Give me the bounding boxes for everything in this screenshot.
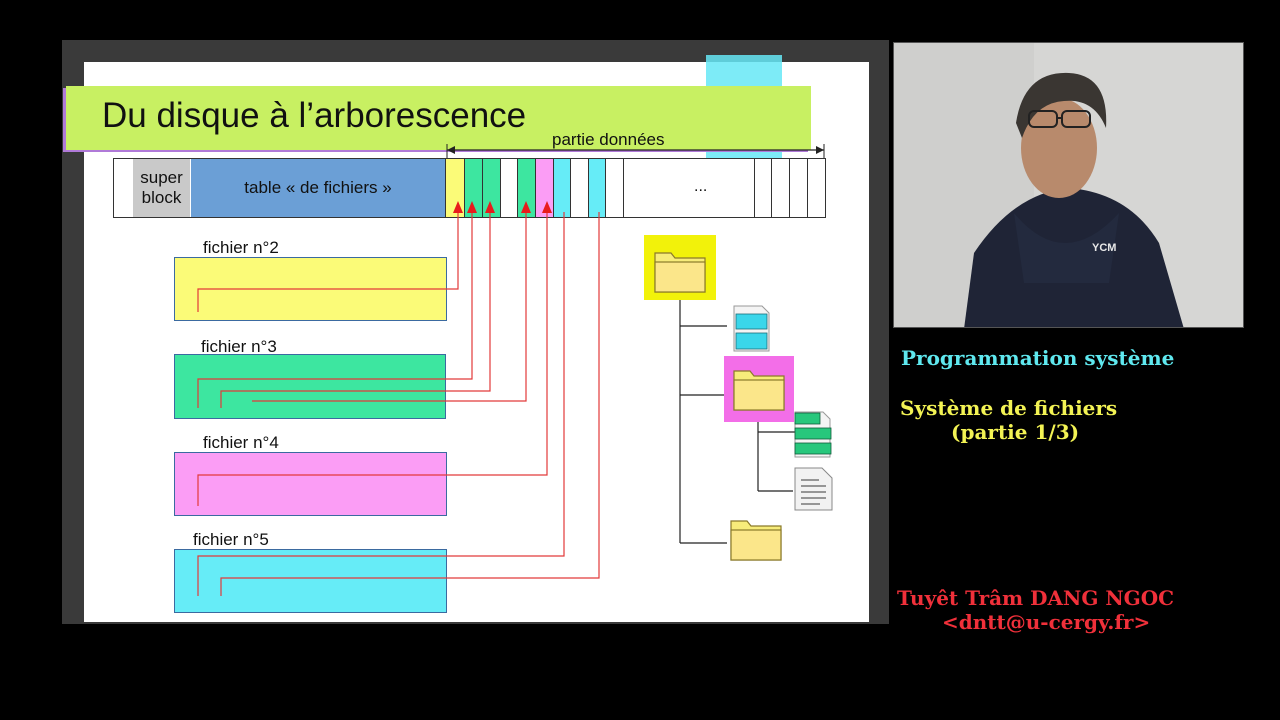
- subfolder-icon: [733, 370, 785, 411]
- document-icon: [794, 467, 833, 511]
- file-box-3: [174, 354, 446, 419]
- root-folder-icon: [654, 252, 706, 293]
- pointer-line: [197, 212, 548, 506]
- presenter-image: YCM: [894, 43, 1243, 327]
- title-bar: [66, 86, 811, 150]
- pointer-arrowhead: [467, 201, 477, 213]
- partie-donnees-label: partie données: [552, 130, 665, 149]
- data-block: [445, 159, 464, 217]
- pointer-line: [197, 212, 473, 408]
- svg-text:YCM: YCM: [1092, 242, 1116, 254]
- webcam-feed: YCM: [893, 42, 1244, 328]
- pointer-line: [197, 212, 459, 312]
- data-block: [517, 159, 535, 217]
- superblock-segment: super block: [133, 159, 190, 217]
- part-label: (partie 1/3): [951, 420, 1080, 444]
- pointer-arrowhead: [542, 201, 552, 213]
- data-block: [535, 159, 553, 217]
- disk-ellipsis: ...: [694, 178, 708, 195]
- author-email: <dntt@u-cergy.fr>: [942, 610, 1151, 634]
- data-block: [605, 159, 623, 217]
- data-block: [570, 159, 588, 217]
- slide-title: Du disque à l’arborescence: [102, 96, 527, 135]
- pointer-line: [252, 212, 527, 402]
- data-block: [789, 159, 807, 217]
- topic-title: Système de fichiers: [900, 396, 1118, 420]
- green-file-icon: [794, 411, 832, 458]
- data-block: [464, 159, 482, 217]
- file-label-3: fichier n°3: [201, 337, 277, 356]
- data-block: [553, 159, 570, 217]
- data-block: [482, 159, 500, 217]
- data-block: [771, 159, 789, 217]
- data-block: [807, 159, 825, 217]
- file-label-5: fichier n°5: [193, 530, 269, 549]
- pointer-arrowhead: [521, 201, 531, 213]
- pointer-arrowhead: [485, 201, 495, 213]
- file-label-4: fichier n°4: [203, 433, 279, 452]
- data-block: [623, 159, 641, 217]
- file-box-4: [174, 452, 447, 516]
- pointer-line: [197, 212, 565, 596]
- file-table-segment: table « de fichiers »: [191, 159, 445, 217]
- data-block: [500, 159, 517, 217]
- course-title: Programmation système: [901, 346, 1175, 370]
- cyan-file-icon: [733, 305, 770, 352]
- pointer-line: [220, 212, 600, 596]
- bottom-folder-icon: [730, 520, 782, 561]
- pointer-line: [220, 212, 491, 408]
- pointer-arrowhead: [453, 201, 463, 213]
- file-box-5: [174, 549, 447, 613]
- author-name: Tuyêt Trâm DANG NGOC: [897, 586, 1175, 610]
- data-block: [754, 159, 771, 217]
- data-block: [588, 159, 605, 217]
- file-label-2: fichier n°2: [203, 238, 279, 257]
